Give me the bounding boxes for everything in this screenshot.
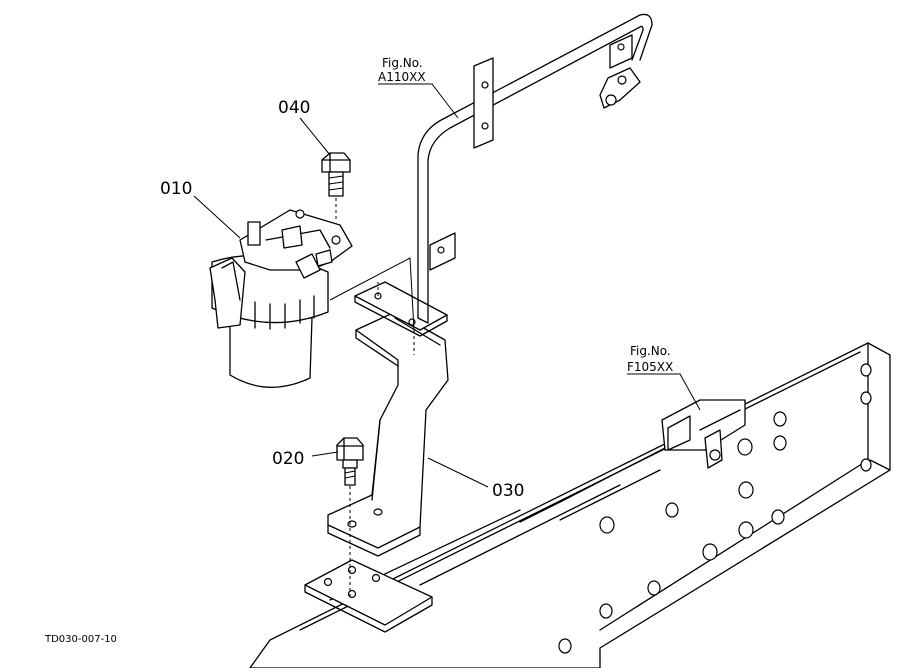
- support-pipe: [417, 13, 653, 324]
- fig-ref-a-caption: Fig.No.: [382, 56, 423, 70]
- label-part-040: 040: [278, 98, 310, 118]
- label-part-020: 020: [272, 449, 304, 469]
- part-030-bracket: [327, 311, 449, 557]
- part-020-bolt: [336, 437, 364, 600]
- part-040-bolt: [321, 152, 351, 210]
- rail-holes: [558, 363, 872, 654]
- assembly-guides: [329, 210, 415, 355]
- label-part-030: 030: [492, 481, 524, 501]
- rail-clamp-bracket: [661, 399, 746, 469]
- label-part-010: 010: [160, 179, 192, 199]
- part-010-fuel-filter: [209, 209, 353, 388]
- mounting-plate: [304, 559, 433, 633]
- fig-ref-f-caption: Fig.No.: [630, 344, 671, 358]
- drawing-code: TD030-007-10: [44, 634, 117, 645]
- frame-rail: [249, 342, 891, 668]
- fig-ref-f-number: F105XX: [627, 360, 673, 374]
- leader-lines: [193, 83, 701, 488]
- fig-ref-a-number: A110XX: [378, 70, 426, 84]
